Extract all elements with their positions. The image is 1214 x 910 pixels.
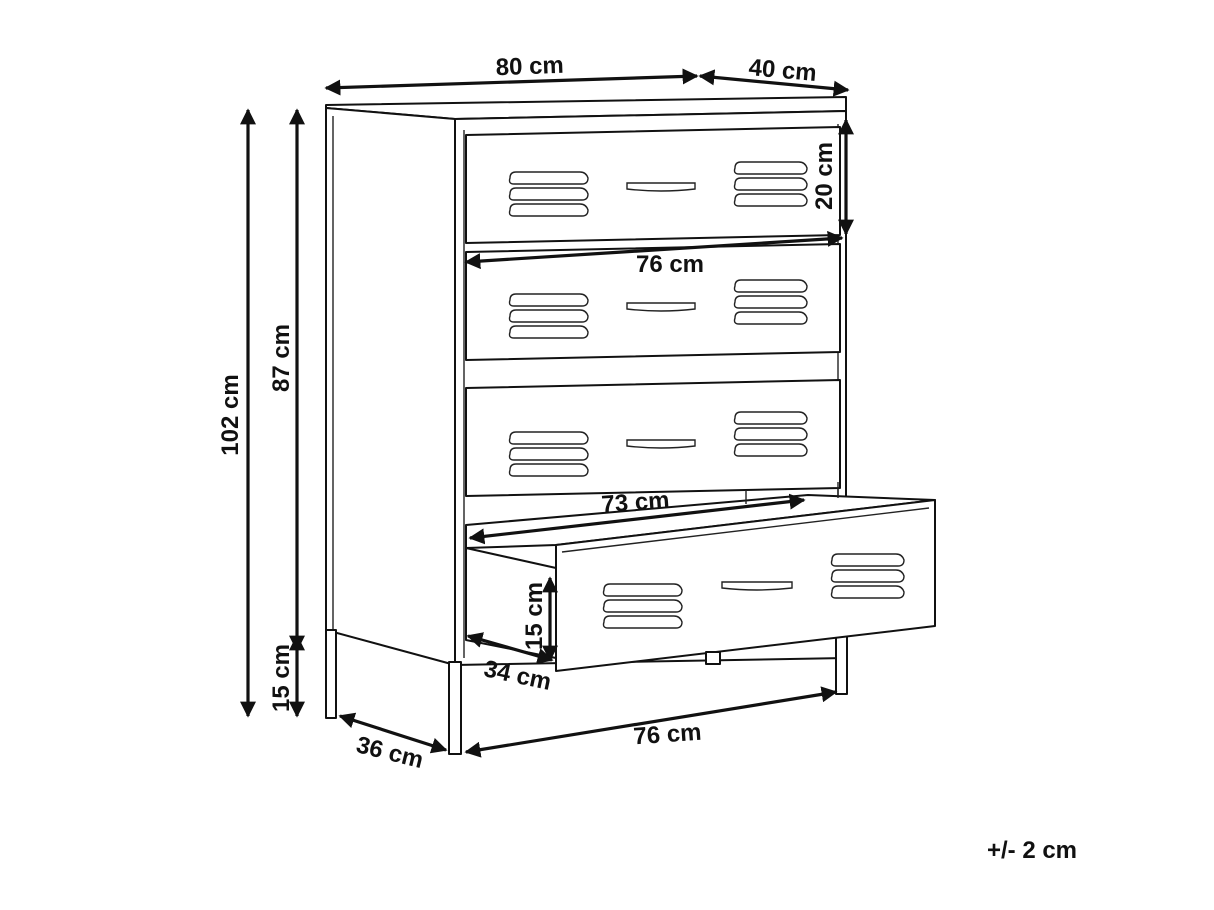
arrow-base-depth	[338, 712, 448, 754]
label-base-depth: 36 cm	[354, 731, 427, 774]
drawer-handle	[721, 581, 793, 591]
label-top-depth: 40 cm	[748, 54, 818, 87]
label-interior-height: 15 cm	[521, 582, 548, 650]
dimension-arrows	[240, 68, 854, 758]
arrow-interior-width	[468, 493, 806, 545]
label-base-width: 76 cm	[633, 719, 703, 751]
drawer-3	[465, 379, 841, 497]
label-interior-width: 73 cm	[601, 487, 671, 519]
tolerance-note: +/- 2 cm	[987, 837, 1077, 864]
drawer-2	[465, 243, 841, 361]
arrow-interior-depth	[466, 632, 554, 664]
drawer-1	[465, 126, 841, 244]
arrow-drawer-width	[464, 230, 844, 270]
arrow-top-depth	[698, 69, 850, 97]
arrow-base-width	[464, 686, 838, 758]
vent-slots-left	[508, 171, 589, 217]
label-drawer-height: 20 cm	[811, 142, 838, 210]
drawer-handle	[626, 182, 696, 192]
label-total-height: 102 cm	[217, 374, 244, 455]
label-drawer-width: 76 cm	[636, 251, 704, 278]
label-top-width: 80 cm	[495, 52, 564, 81]
arrow-top-width	[324, 68, 699, 96]
label-leg-height: 15 cm	[268, 644, 295, 712]
vent-slots-right	[733, 161, 808, 207]
label-body-height: 87 cm	[268, 324, 295, 392]
